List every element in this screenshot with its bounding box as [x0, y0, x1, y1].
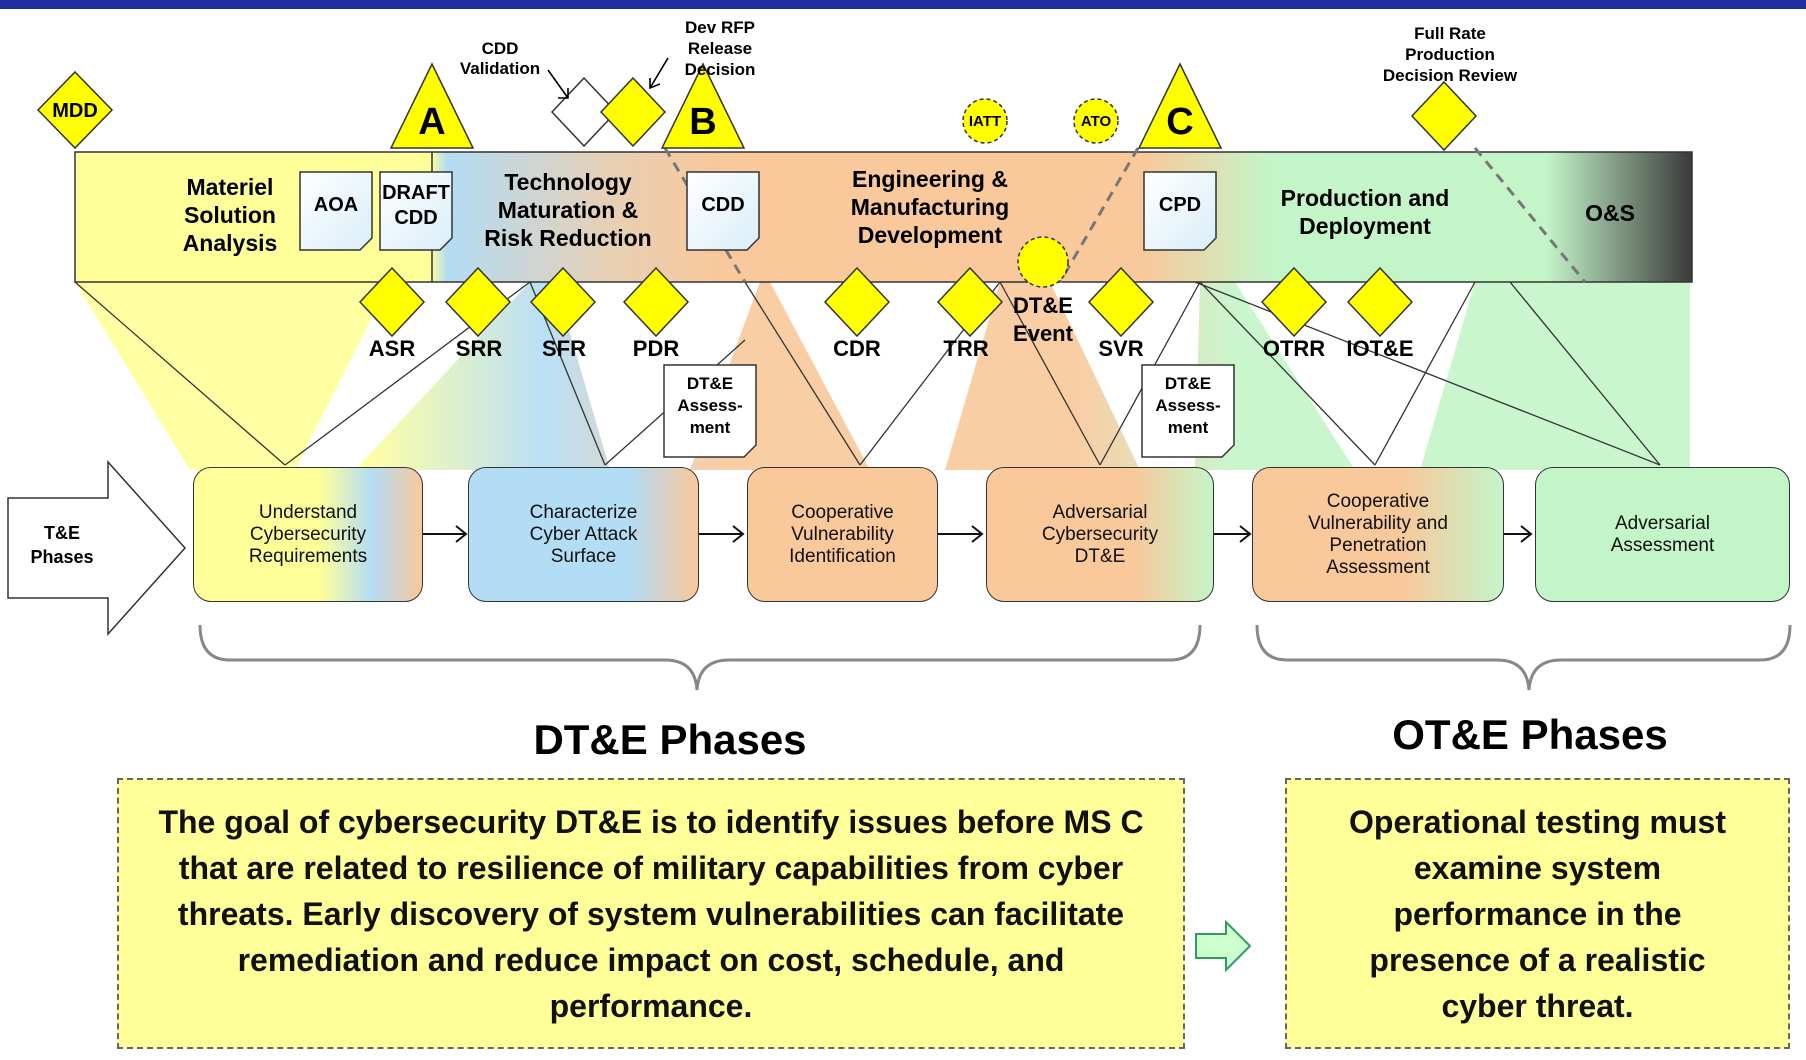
- ato-circle: [1073, 98, 1119, 144]
- te-phases-label: T&E Phases: [30, 523, 94, 567]
- te-phase-cooperative-vulnerability-identification: Cooperative Vulnerability Identification: [747, 467, 938, 602]
- iote-label: IOT&E: [1346, 336, 1414, 361]
- draft-cdd-doc-label: DRAFT CDD: [382, 182, 450, 229]
- ote-phases-title: OT&E Phases: [1392, 711, 1668, 758]
- cdd-validation-label: CDD Validation: [459, 39, 541, 78]
- dte-event-label: DT&E Event: [1013, 293, 1073, 346]
- frp-label: Full Rate Production Decision Review: [1382, 23, 1518, 85]
- dev-rfp-diamond: [599, 76, 667, 148]
- phase-tmrr-label: Technology Maturation & Risk Reduction: [484, 169, 652, 251]
- documents: [299, 171, 1235, 458]
- ote-goal-box: Operational testing must examine system …: [1285, 778, 1790, 1049]
- cpd-doc-label: CPD: [1158, 193, 1202, 216]
- cdr-label: CDR: [833, 336, 881, 361]
- cpd-doc: [1143, 171, 1217, 251]
- srr-label: SRR: [455, 336, 503, 361]
- milestone-a-triangle: [389, 62, 475, 149]
- phase-msa-label: Materiel Solution Analysis: [182, 174, 278, 256]
- milestone-a-label: A: [418, 100, 446, 143]
- dte-goal-box: The goal of cybersecurity DT&E is to ide…: [117, 778, 1185, 1049]
- te-phase-adversarial-assessment: Adversarial Assessment: [1535, 467, 1790, 602]
- dte-brace: [198, 624, 1202, 691]
- header-bar: [0, 0, 1806, 9]
- aoa-doc-label: AOA: [313, 193, 359, 216]
- milestone-triangles: [389, 62, 1223, 149]
- trr-diamond: [936, 266, 1004, 338]
- dte-assessment-doc-2: [1141, 364, 1235, 458]
- trr-label: TRR: [943, 336, 989, 361]
- flow-arrows: [423, 525, 1533, 543]
- frp-diamond: [1410, 80, 1478, 152]
- dte-assessment-label-2: DT&E Assess- ment: [1155, 374, 1221, 437]
- iote-diamond: [1346, 266, 1414, 338]
- te-phase-characterize-attack-surface: Characterize Cyber Attack Surface: [468, 467, 699, 602]
- phase-emd-label: Engineering & Manufacturing Development: [850, 166, 1010, 248]
- dte-assessment-doc-1: [663, 364, 757, 458]
- asr-diamond: [358, 266, 426, 338]
- cdd-doc-label: CDD: [701, 193, 745, 216]
- dte-phases-title: DT&E Phases: [533, 716, 807, 763]
- te-phase-cooperative-vulnerability-penetration: Cooperative Vulnerability and Penetratio…: [1252, 467, 1504, 602]
- review-diamonds: [358, 266, 1414, 338]
- phase-dividers: [663, 147, 1587, 283]
- svr-diamond: [1087, 266, 1155, 338]
- pdr-diamond: [622, 266, 690, 338]
- asr-label: ASR: [368, 336, 416, 361]
- iatt-circle: [962, 98, 1008, 144]
- dte-assessment-label-1: DT&E Assess- ment: [677, 374, 743, 437]
- ote-brace: [1255, 624, 1792, 691]
- otrr-diamond: [1260, 266, 1328, 338]
- mdd-diamond: [36, 70, 114, 150]
- goal-link-arrow: [1195, 919, 1252, 973]
- dte-event-circle: [1017, 236, 1069, 288]
- mdd-label: MDD: [52, 99, 98, 122]
- cdd-doc: [686, 171, 760, 251]
- phase-os-label: O&S: [1585, 199, 1635, 226]
- te-phase-understand-requirements: Understand Cybersecurity Requirements: [193, 467, 423, 602]
- milestone-b-label: B: [689, 100, 717, 143]
- certification-circles: [962, 98, 1119, 144]
- sfr-diamond: [529, 266, 597, 338]
- draft-cdd-doc: [379, 171, 453, 251]
- dev-rfp-label: Dev RFP Release Decision: [684, 17, 756, 79]
- te-phase-adversarial-cybersecurity-dte: Adversarial Cybersecurity DT&E: [986, 467, 1214, 602]
- te-phases-arrow: [7, 460, 187, 636]
- iatt-label: IATT: [968, 112, 1002, 130]
- callout-arrows: [547, 57, 669, 99]
- cdr-diamond: [823, 266, 891, 338]
- phase-pd-label: Production and Deployment: [1280, 185, 1450, 239]
- phase-braces: [198, 624, 1792, 691]
- decision-diamonds: [36, 70, 1478, 152]
- svr-label: SVR: [1098, 336, 1144, 361]
- sfr-label: SFR: [542, 336, 586, 361]
- otrr-label: OTRR: [1262, 336, 1326, 361]
- pdr-label: PDR: [632, 336, 680, 361]
- ato-label: ATO: [1080, 112, 1112, 130]
- milestone-c-label: C: [1166, 100, 1194, 143]
- milestone-c-triangle: [1137, 62, 1223, 149]
- milestone-b-triangle: [660, 62, 746, 149]
- aoa-doc: [299, 171, 373, 251]
- srr-diamond: [444, 266, 512, 338]
